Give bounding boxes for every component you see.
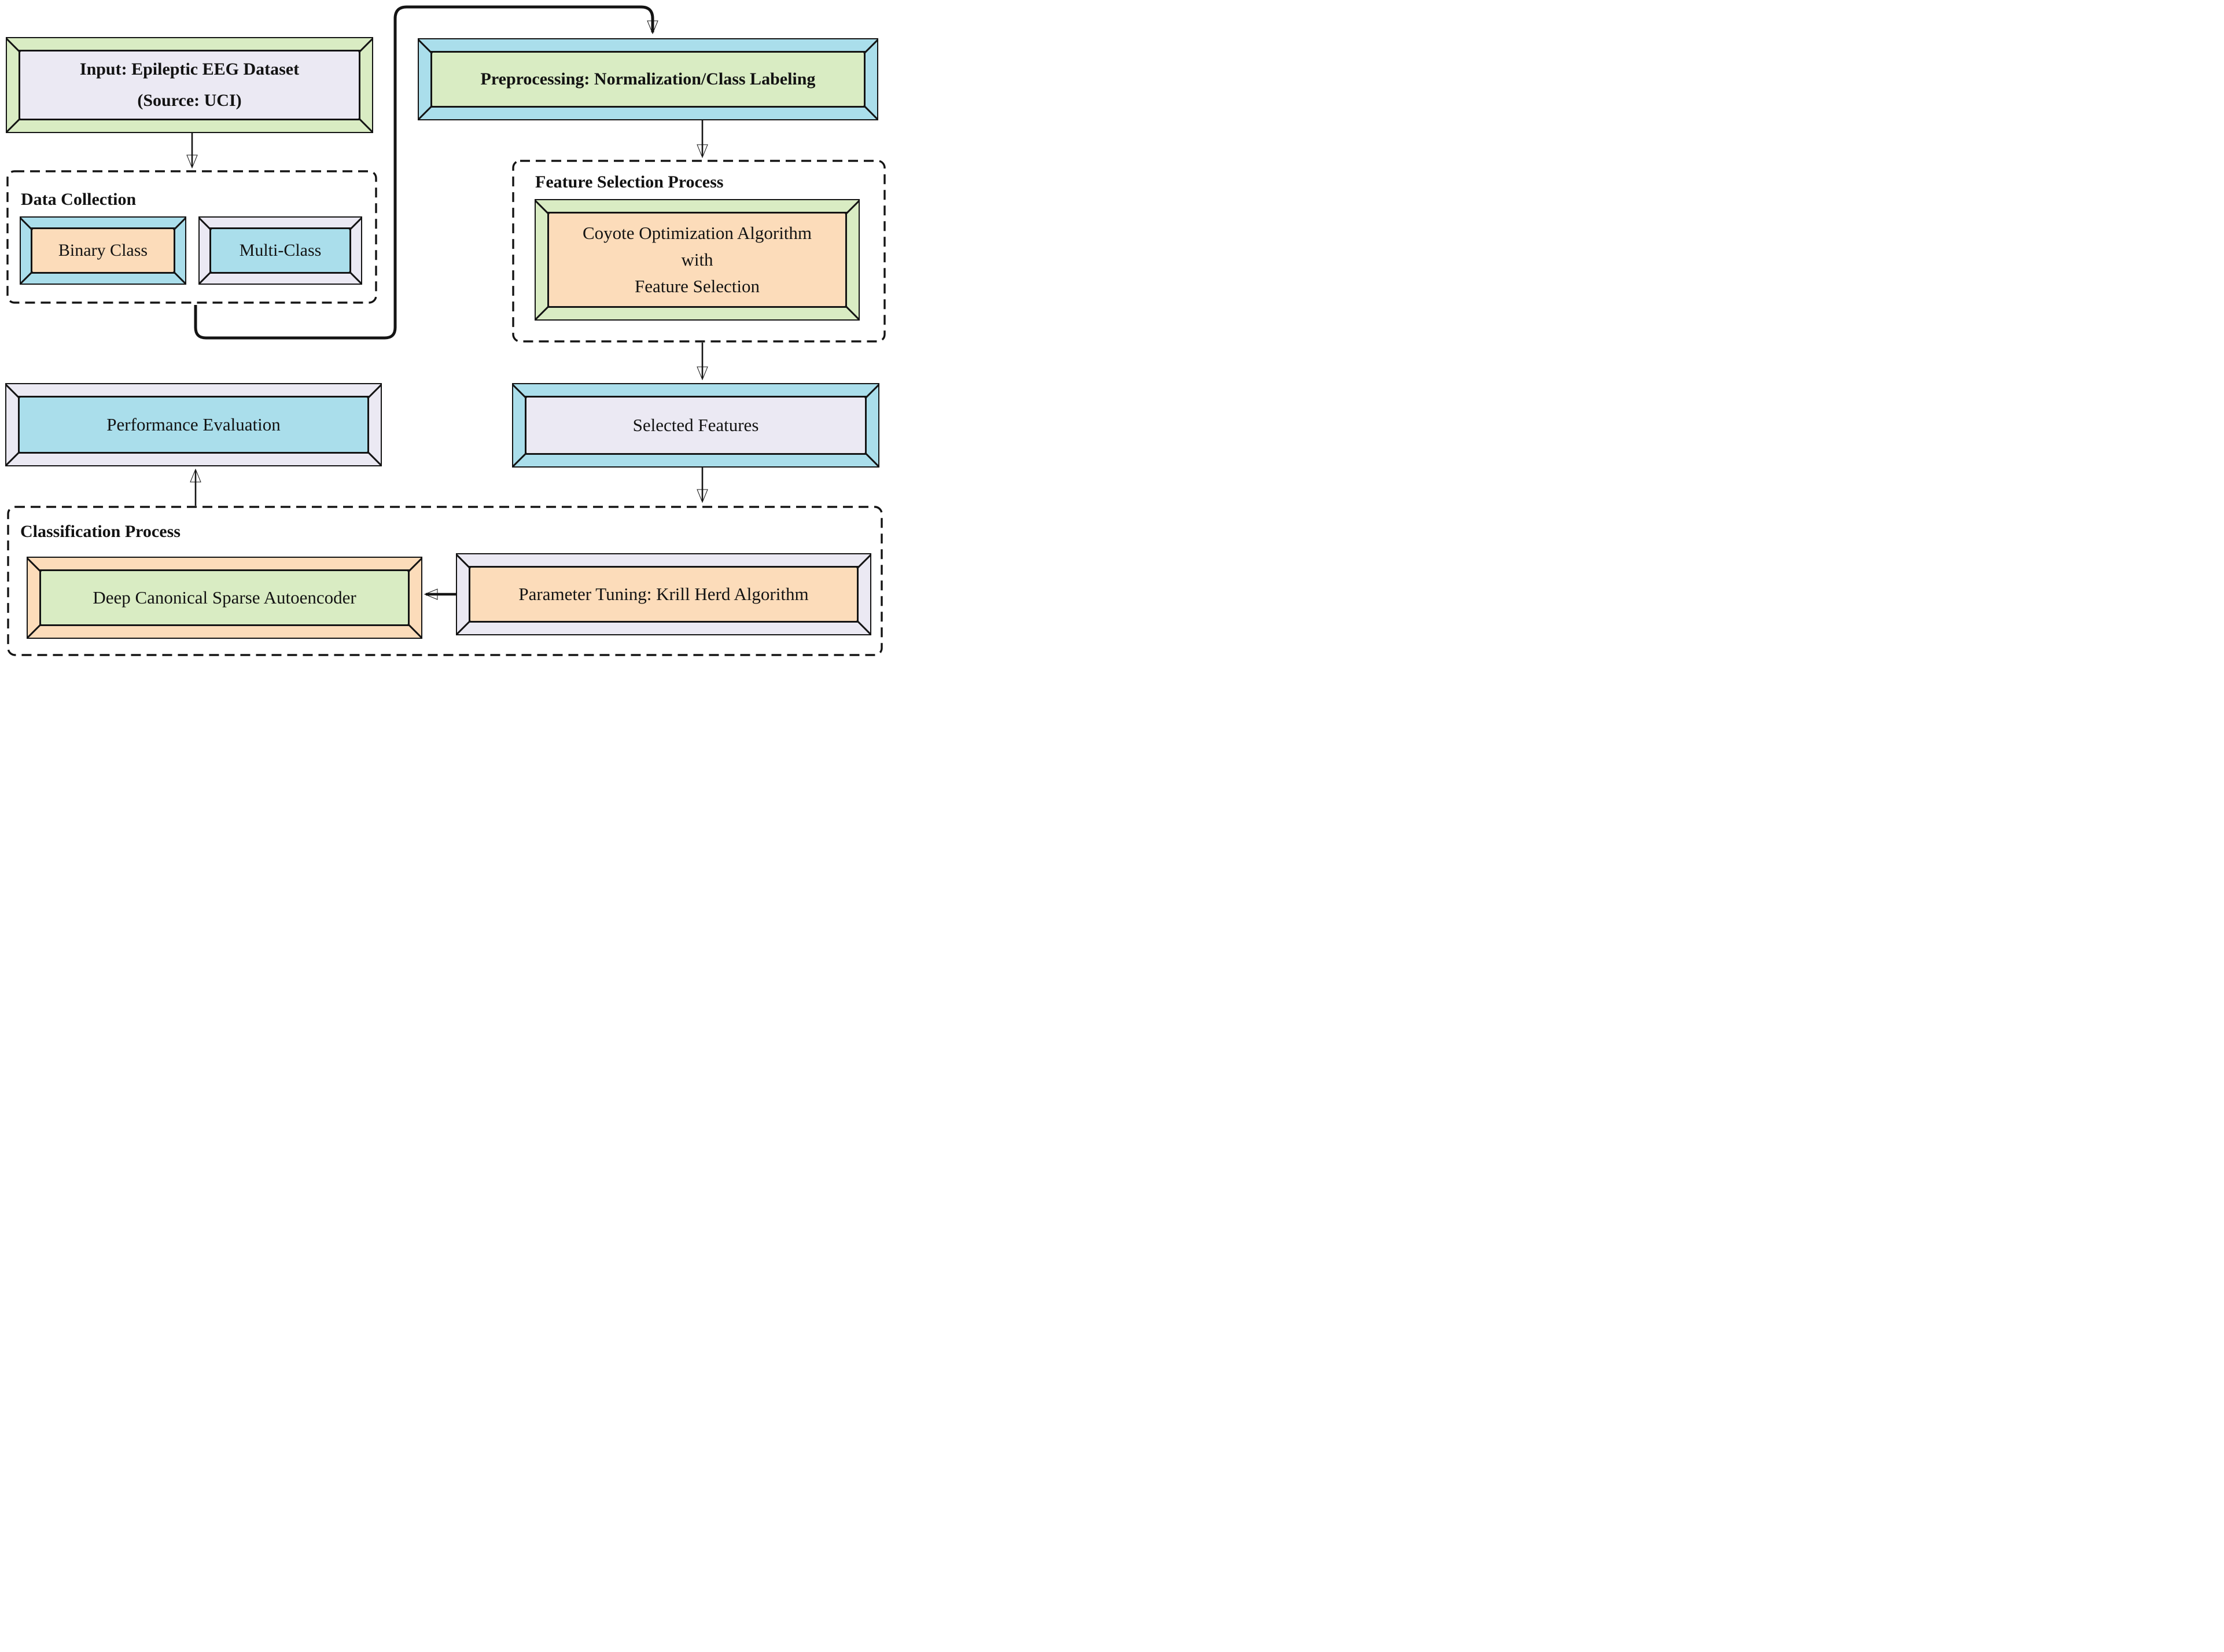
group-feature-selection: Feature Selection Process Coyote Optimiz… <box>512 160 886 343</box>
dashed-border <box>7 506 883 656</box>
connector-layer <box>0 5 890 661</box>
node-binary-class-inner: Binary Class <box>31 227 175 274</box>
node-multi-class-inner: Multi-Class <box>209 227 351 274</box>
coyote-label-line1: Coyote Optimization Algorithm <box>582 223 812 243</box>
node-performance-evaluation: Performance Evaluation <box>5 383 382 466</box>
input-label-line2: (Source: UCI) <box>137 91 242 110</box>
feature-selection-title: Feature Selection Process <box>535 172 724 192</box>
node-selected-inner: Selected Features <box>525 396 867 455</box>
preprocessing-label: Preprocessing: Normalization/Class Label… <box>480 69 816 89</box>
node-selected-features: Selected Features <box>512 383 879 468</box>
dashed-border <box>512 160 886 343</box>
coyote-label-line3: Feature Selection <box>634 276 760 296</box>
dashed-border <box>6 170 377 304</box>
node-preprocessing-inner: Preprocessing: Normalization/Class Label… <box>430 51 866 108</box>
node-coyote-inner: Coyote Optimization Algorithm with Featu… <box>547 212 847 308</box>
node-binary-class: Binary Class <box>20 216 186 285</box>
parameter-tuning-label: Parameter Tuning: Krill Herd Algorithm <box>518 584 809 604</box>
selected-features-label: Selected Features <box>632 415 759 435</box>
group-classification-process: Classification Process Deep Canonical Sp… <box>7 506 883 656</box>
coyote-label-line2: with <box>681 249 713 270</box>
group-data-collection: Data Collection Binary Class Multi-Class <box>6 170 377 304</box>
node-multi-class: Multi-Class <box>198 216 362 285</box>
performance-label: Performance Evaluation <box>106 414 281 435</box>
node-input-dataset: Input: Epileptic EEG Dataset (Source: UC… <box>6 37 373 133</box>
node-preprocessing: Preprocessing: Normalization/Class Label… <box>418 38 878 120</box>
input-label-line1: Input: Epileptic EEG Dataset <box>79 60 300 79</box>
node-deep-autoencoder-inner: Deep Canonical Sparse Autoencoder <box>39 569 410 626</box>
node-performance-inner: Performance Evaluation <box>18 396 369 454</box>
data-collection-title: Data Collection <box>21 190 137 209</box>
autoencoder-label: Deep Canonical Sparse Autoencoder <box>93 587 356 608</box>
flow-diagram: Input: Epileptic EEG Dataset (Source: UC… <box>0 0 890 661</box>
node-input-inner: Input: Epileptic EEG Dataset (Source: UC… <box>19 50 360 120</box>
node-deep-autoencoder: Deep Canonical Sparse Autoencoder <box>27 557 422 639</box>
node-parameter-tuning: Parameter Tuning: Krill Herd Algorithm <box>456 553 871 635</box>
node-coyote-optimization: Coyote Optimization Algorithm with Featu… <box>535 199 860 321</box>
connector-data-collection-to-preprocessing <box>194 5 653 340</box>
node-parameter-tuning-inner: Parameter Tuning: Krill Herd Algorithm <box>469 566 859 623</box>
multi-class-label: Multi-Class <box>239 241 322 260</box>
classification-title: Classification Process <box>20 522 181 541</box>
binary-class-label: Binary Class <box>58 241 148 260</box>
